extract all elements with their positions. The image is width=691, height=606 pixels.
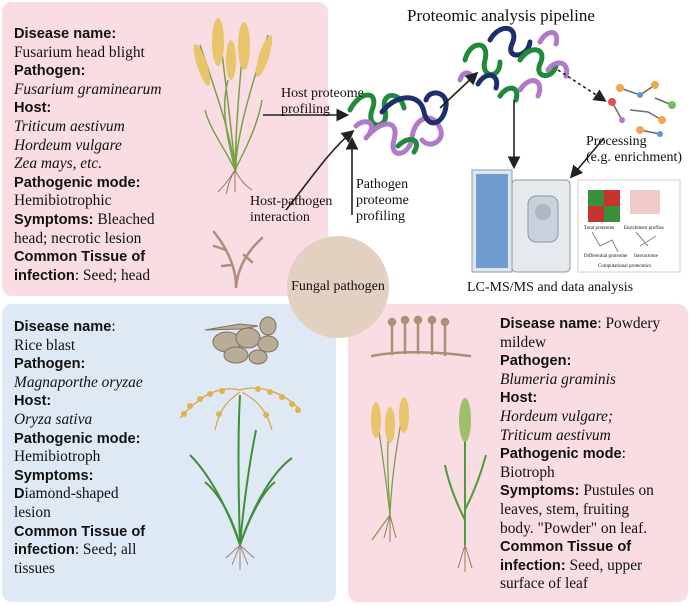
host-value: Hordeum vulgare xyxy=(14,136,122,154)
wheat-plant-icon xyxy=(193,18,273,195)
disease-name-label: Disease name xyxy=(14,319,112,335)
tissue-label: infection xyxy=(14,542,75,559)
powdery-mildew-info: Disease name: Powdery mildew Pathogen: B… xyxy=(500,315,660,594)
pathogenic-mode-label: Pathogenic mode xyxy=(500,446,622,463)
pathogenic-mode-label: Pathogenic mode: xyxy=(14,430,141,447)
symptoms-value: body. "Powder" on leaf. xyxy=(500,519,648,537)
processing-label: Processing(e.g. enrichment) xyxy=(586,134,683,165)
fungal-pathogen-label: Fungal pathogen xyxy=(291,279,385,294)
disease-name-value: : Powdery xyxy=(597,315,661,332)
disease-name-value: Fusarium head blight xyxy=(14,43,145,61)
rice-blast-info: Disease name: Rice blast Pathogen: Magna… xyxy=(14,318,145,578)
pathogen-value: Blumeria graminis xyxy=(500,370,616,388)
total-proteome-label: Total proteome xyxy=(584,226,615,231)
disease-name-value: Rice blast xyxy=(14,336,76,354)
enrichment-profiles-label: Enrichment profiles xyxy=(624,226,664,231)
tissue-value: : Seed; all xyxy=(74,541,137,559)
differential-proteome-label: Differential proteome xyxy=(584,254,628,259)
magnaporthe-fungus-icon xyxy=(204,316,279,365)
symptoms-value: Pustules on xyxy=(583,482,654,500)
pathogen-value: Fusarium graminearum xyxy=(14,80,162,98)
tissue-label: Common Tissue of xyxy=(14,249,146,266)
tissue-value: surface of leaf xyxy=(500,575,589,593)
fusarium-panel xyxy=(2,2,328,296)
pathogen-value: Magnaporthe oryzae xyxy=(14,373,143,391)
pathogenic-mode-label: Pathogenic mode: xyxy=(14,174,141,191)
fusarium-info: Disease name: Fusarium head blight Patho… xyxy=(14,25,162,285)
protein-tangle-icon xyxy=(347,90,449,156)
peptides-icon xyxy=(608,81,676,137)
symptoms-value: lesion xyxy=(14,503,51,521)
pathogenic-mode-value: Hemibiotrophic xyxy=(14,192,112,210)
pathogen-label: Pathogen: xyxy=(14,356,86,373)
interactome-label: Interactome xyxy=(634,254,658,259)
lcms-instrument-icon xyxy=(471,169,681,273)
disease-name-value: mildew xyxy=(500,333,547,351)
host-value: Triticum aestivum xyxy=(500,426,611,444)
tissue-label: infection xyxy=(14,267,75,284)
lcms-label: LC-MS/MS and data analysis xyxy=(467,280,634,295)
symptoms-value: Bleached xyxy=(97,210,155,228)
blumeria-fungus-icon xyxy=(370,315,472,358)
colon: : xyxy=(621,445,626,463)
symptoms-value: iamond-shaped xyxy=(24,485,119,503)
pathogen-label: Pathogen: xyxy=(500,353,572,370)
host-value: Zea mays, etc. xyxy=(14,155,103,173)
tissue-label: Common Tissue of xyxy=(14,523,146,540)
computational-proteomics-label: Computational proteomics xyxy=(598,264,652,269)
tissue-value: tissues xyxy=(14,559,56,577)
tissue-label: infection: xyxy=(500,557,566,574)
host-value: Hordeum vulgare; xyxy=(500,407,613,425)
tissue-value: Seed, upper xyxy=(569,556,643,574)
symptoms-value: head; necrotic lesion xyxy=(14,229,142,247)
host-label: Host: xyxy=(14,393,52,410)
host-label: Host: xyxy=(14,100,52,117)
symptoms-value: leaves, stem, fruiting xyxy=(500,500,630,518)
pipeline-title: Proteomic analysis pipeline xyxy=(407,6,595,25)
fusarium-fungus-icon xyxy=(212,230,264,289)
host-value: Triticum aestivum xyxy=(14,117,125,135)
pathogen-label: Pathogen: xyxy=(14,63,86,80)
host-value: Oryza sativa xyxy=(14,410,93,428)
symptoms-label: Symptoms: xyxy=(14,211,94,228)
symptoms-initial: D xyxy=(14,486,25,503)
proteome-cloud-icon xyxy=(457,26,570,103)
rice-blast-panel xyxy=(2,304,336,602)
pathogenic-mode-value: Hemibiotroph xyxy=(14,448,101,466)
symptoms-label: Symptoms: xyxy=(14,467,94,484)
disease-name-label: Disease name xyxy=(500,316,598,332)
rice-plant-icon xyxy=(179,386,301,570)
colon: : xyxy=(111,318,116,335)
flow-arrows xyxy=(263,69,607,215)
barley-wheat-icon xyxy=(371,397,487,572)
tissue-label: Common Tissue of xyxy=(500,539,632,556)
symptoms-label: Symptoms: xyxy=(500,483,580,500)
pathogenic-mode-value: Biotroph xyxy=(500,463,555,481)
disease-name-label: Disease name: xyxy=(14,26,117,42)
tissue-value: : Seed; head xyxy=(74,266,151,284)
host-label: Host: xyxy=(500,390,538,407)
fungal-pathogen-node: Fungal pathogen xyxy=(287,236,389,338)
